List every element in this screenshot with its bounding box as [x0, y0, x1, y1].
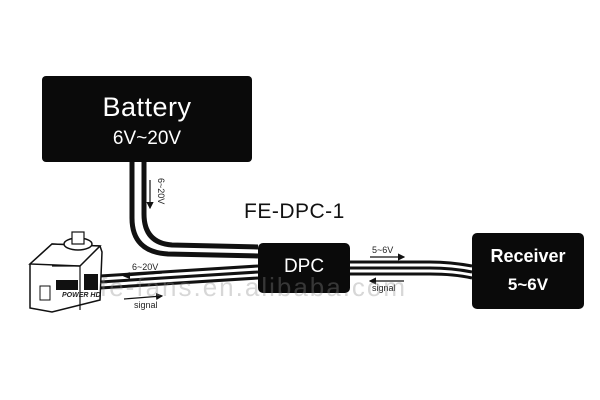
- servo-power-arrow: [122, 271, 163, 280]
- battery-to-dpc-cable: [129, 162, 259, 259]
- dpc-block: DPC: [258, 243, 350, 293]
- servo-brand-text: POWER HD: [62, 292, 101, 299]
- watermark: fe-fans.en.alibaba.com: [100, 272, 408, 302]
- receiver-signal-label: signal: [372, 283, 396, 293]
- servo-signal-label: signal: [134, 300, 158, 310]
- battery-label: Battery: [102, 92, 192, 122]
- servo-power-label: 6~20V: [132, 262, 159, 272]
- servo-icon: [28, 231, 103, 313]
- receiver-power-label: 5~6V: [372, 245, 394, 255]
- battery-block: Battery 6V~20V: [42, 76, 252, 162]
- receiver-block: Receiver 5~6V: [472, 233, 584, 309]
- diagram-title: FE-DPC-1: [244, 200, 345, 223]
- servo-signal-arrow: [123, 292, 164, 301]
- dpc-label: DPC: [283, 256, 325, 277]
- receiver-label: Receiver: [490, 246, 566, 266]
- dpc-to-receiver-cable: [350, 260, 473, 280]
- receiver-voltage: 5~6V: [507, 275, 549, 294]
- battery-cable-voltage-label: 6~20V: [156, 178, 166, 205]
- battery-voltage: 6V~20V: [112, 128, 182, 149]
